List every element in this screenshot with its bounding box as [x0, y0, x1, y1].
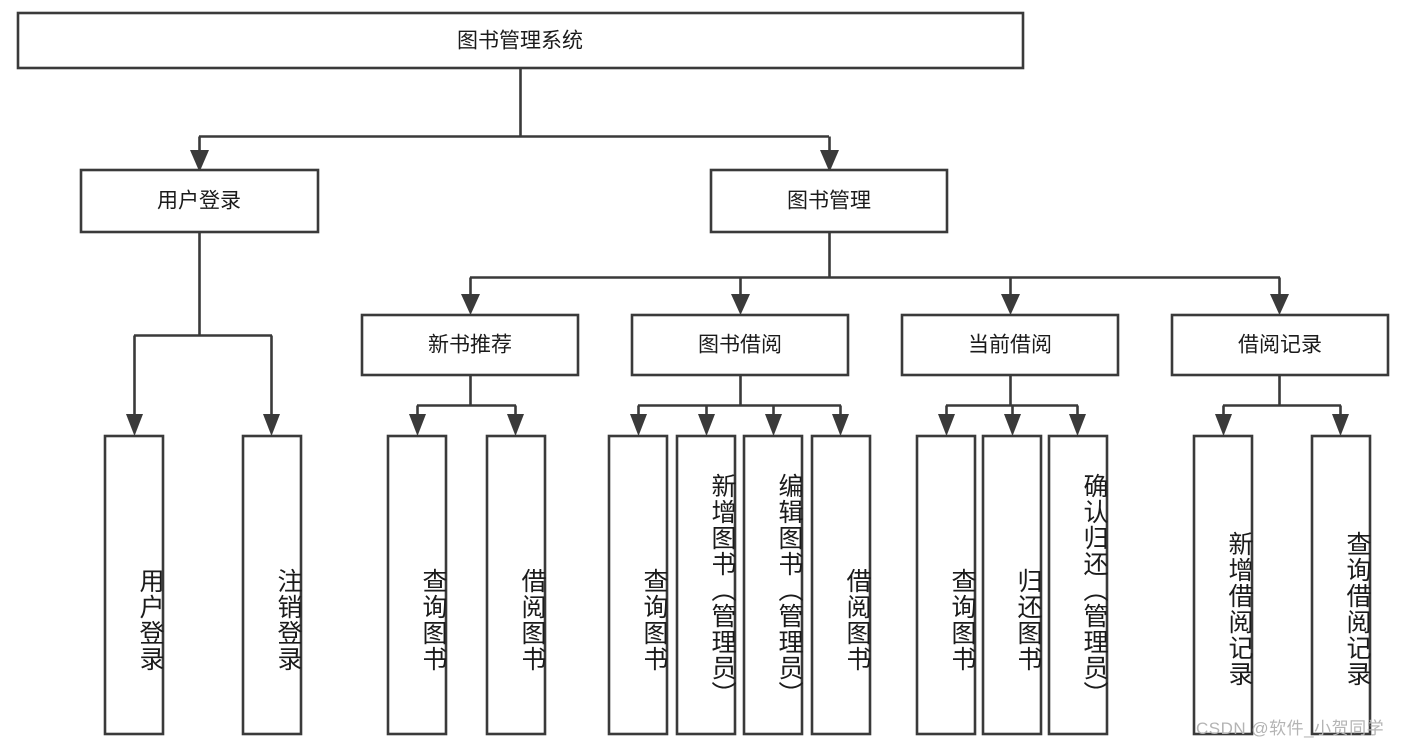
arrow-head-book-borrow [731, 294, 750, 315]
node-leaf-borrow-book-rec-box[interactable] [485, 434, 547, 736]
arrow-head-leaf-add-book [698, 414, 715, 436]
connector-group-user-login [126, 232, 280, 436]
node-new-book-recommend-box[interactable] [360, 313, 580, 377]
node-leaf-confirm-return-box[interactable] [1047, 434, 1109, 736]
arrow-head-borrow-record [1270, 294, 1289, 315]
node-leaf-add-book-box[interactable] [675, 434, 737, 736]
node-leaf-user-login-box[interactable] [103, 434, 165, 736]
arrow-head-leaf-edit-book [765, 414, 782, 436]
node-leaf-add-record-box[interactable] [1192, 434, 1254, 736]
arrow-head-leaf-confirm-return [1069, 414, 1086, 436]
node-leaf-return-book-box[interactable] [981, 434, 1043, 736]
arrow-head-leaf-borrow-book [832, 414, 849, 436]
node-borrow-record[interactable]: 借阅记录 [1170, 313, 1390, 377]
arrow-head-current-borrow [1001, 294, 1020, 315]
node-borrow-record-label: 借阅记录 [1238, 334, 1322, 357]
arrow-head-leaf-user-login [126, 414, 143, 436]
node-leaf-query-book-current-box[interactable] [915, 434, 977, 736]
node-root-box[interactable] [16, 11, 1025, 70]
arrow-head-leaf-return-book [1004, 414, 1021, 436]
node-book-manage-box[interactable] [709, 168, 949, 234]
node-new-book-recommend-label: 新书推荐 [428, 334, 512, 357]
arrow-head-leaf-query-record [1332, 414, 1349, 436]
node-user-login-label: 用户登录 [157, 190, 241, 213]
connector-group-root [190, 68, 839, 172]
connector-group-borrow-record [1215, 375, 1349, 436]
connector-group-book-borrow [630, 375, 849, 436]
connector-group-new-book-recommend [409, 375, 524, 436]
node-root-label: 图书管理系统 [457, 30, 583, 53]
node-book-borrow-label: 图书借阅 [698, 334, 782, 357]
arrow-head-leaf-query-book-borrow [630, 414, 647, 436]
node-book-borrow[interactable]: 图书借阅 [630, 313, 850, 377]
arrow-head-leaf-query-book-current [938, 414, 955, 436]
node-book-borrow-box[interactable] [630, 313, 850, 377]
arrow-head-leaf-user-logout [263, 414, 280, 436]
connector-group-book-manage [461, 232, 1289, 315]
arrow-head-new-book-recommend [461, 294, 480, 315]
arrow-head-leaf-query-book-rec [409, 414, 426, 436]
arrow-head-user-login [190, 150, 209, 172]
node-leaf-user-logout-box[interactable] [241, 434, 303, 736]
node-borrow-record-box[interactable] [1170, 313, 1390, 377]
node-current-borrow[interactable]: 当前借阅 [900, 313, 1120, 377]
node-user-login-box[interactable] [79, 168, 320, 234]
node-leaf-query-record-box[interactable] [1310, 434, 1372, 736]
node-book-manage-label: 图书管理 [787, 190, 871, 213]
node-leaf-query-book-rec-box[interactable] [386, 434, 448, 736]
node-user-login[interactable]: 用户登录 [79, 168, 320, 234]
arrow-head-leaf-add-record [1215, 414, 1232, 436]
node-current-borrow-label: 当前借阅 [968, 334, 1052, 357]
csdn-watermark: CSDN @软件_小贺同学 [1196, 719, 1385, 738]
node-leaf-borrow-book-box[interactable] [810, 434, 872, 736]
node-book-manage[interactable]: 图书管理 [709, 168, 949, 234]
node-leaf-edit-book-box[interactable] [742, 434, 804, 736]
node-current-borrow-box[interactable] [900, 313, 1120, 377]
node-leaf-query-book-borrow-box[interactable] [607, 434, 669, 736]
arrow-head-book-manage [820, 150, 839, 172]
node-root[interactable]: 图书管理系统 [16, 11, 1025, 70]
leaf-node-boxes [103, 434, 1372, 736]
connector-group-current-borrow [938, 375, 1086, 436]
arrow-head-leaf-borrow-book-rec [507, 414, 524, 436]
node-new-book-recommend[interactable]: 新书推荐 [360, 313, 580, 377]
